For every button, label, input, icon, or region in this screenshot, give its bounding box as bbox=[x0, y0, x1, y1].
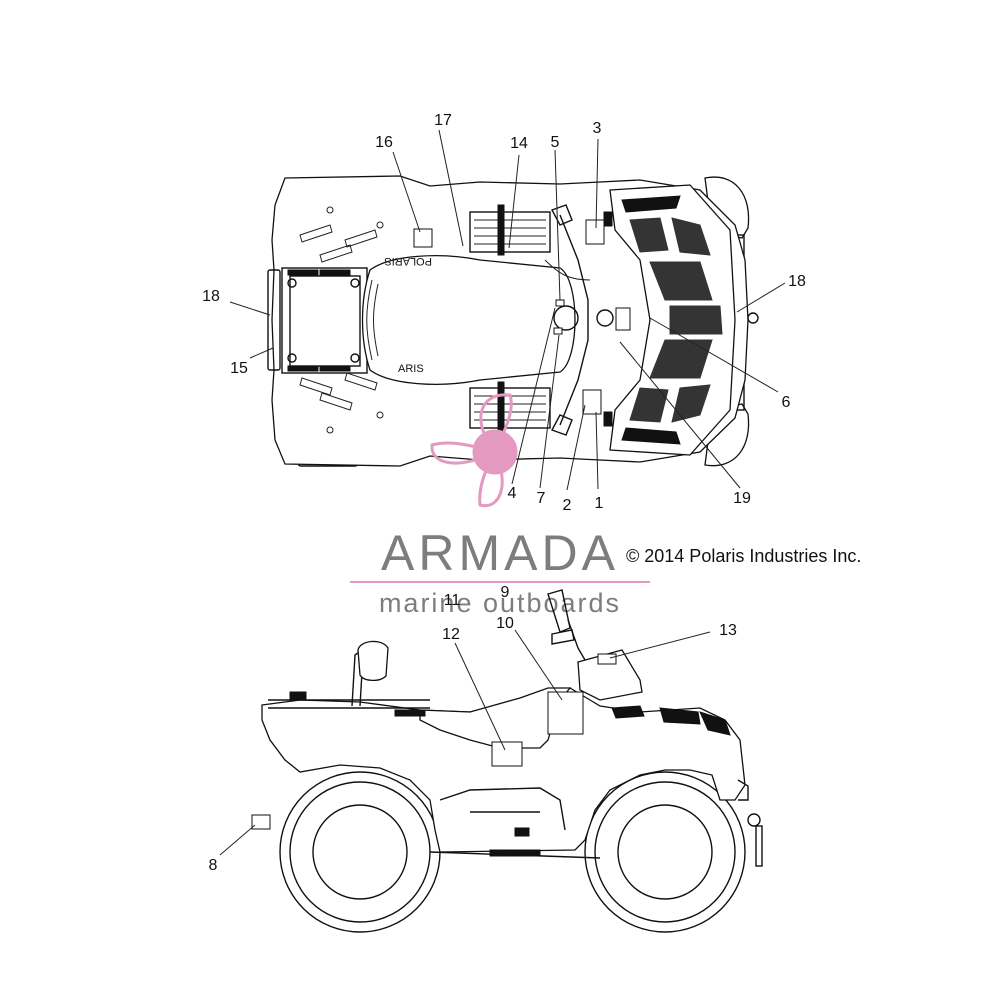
callout-12: 12 bbox=[442, 626, 460, 643]
copyright-notice: © 2014 Polaris Industries Inc. bbox=[626, 546, 861, 566]
callout-10: 10 bbox=[496, 615, 514, 632]
callout-numbers: 3 5 14 17 16 18 15 18 6 19 1 2 7 4 11 9 … bbox=[202, 112, 806, 874]
callout-18-rear: 18 bbox=[202, 288, 220, 305]
rear-fender-brand-text: POLARIS bbox=[384, 255, 432, 267]
callout-16: 16 bbox=[375, 134, 393, 151]
callout-4: 4 bbox=[508, 485, 517, 502]
callout-3: 3 bbox=[593, 120, 602, 137]
callout-11: 11 bbox=[444, 592, 461, 609]
watermark: ARMADA marine outboards bbox=[350, 393, 650, 618]
front-rack bbox=[603, 184, 759, 456]
leader-lines bbox=[219, 129, 786, 856]
watermark-brand: ARMADA bbox=[381, 525, 619, 581]
callout-13: 13 bbox=[719, 622, 737, 639]
callout-2: 2 bbox=[563, 497, 572, 514]
callout-7: 7 bbox=[537, 490, 546, 507]
front-fender-brand-text: ARIS bbox=[398, 363, 424, 375]
callout-17: 17 bbox=[434, 112, 452, 129]
callout-6: 6 bbox=[782, 394, 791, 411]
callout-14: 14 bbox=[510, 135, 528, 152]
atv-top-view: POLARIS ARIS bbox=[267, 175, 759, 467]
propeller-icon bbox=[430, 393, 518, 508]
callout-5: 5 bbox=[551, 134, 560, 151]
callout-18-front: 18 bbox=[788, 273, 806, 290]
atv-side-view bbox=[251, 589, 763, 933]
callout-8: 8 bbox=[209, 857, 218, 874]
callout-9: 9 bbox=[501, 584, 510, 601]
callout-15: 15 bbox=[230, 360, 248, 377]
callout-1: 1 bbox=[595, 495, 604, 512]
callout-19: 19 bbox=[733, 490, 751, 507]
watermark-tagline: marine outboards bbox=[379, 588, 621, 618]
footwell-upper bbox=[469, 204, 551, 256]
